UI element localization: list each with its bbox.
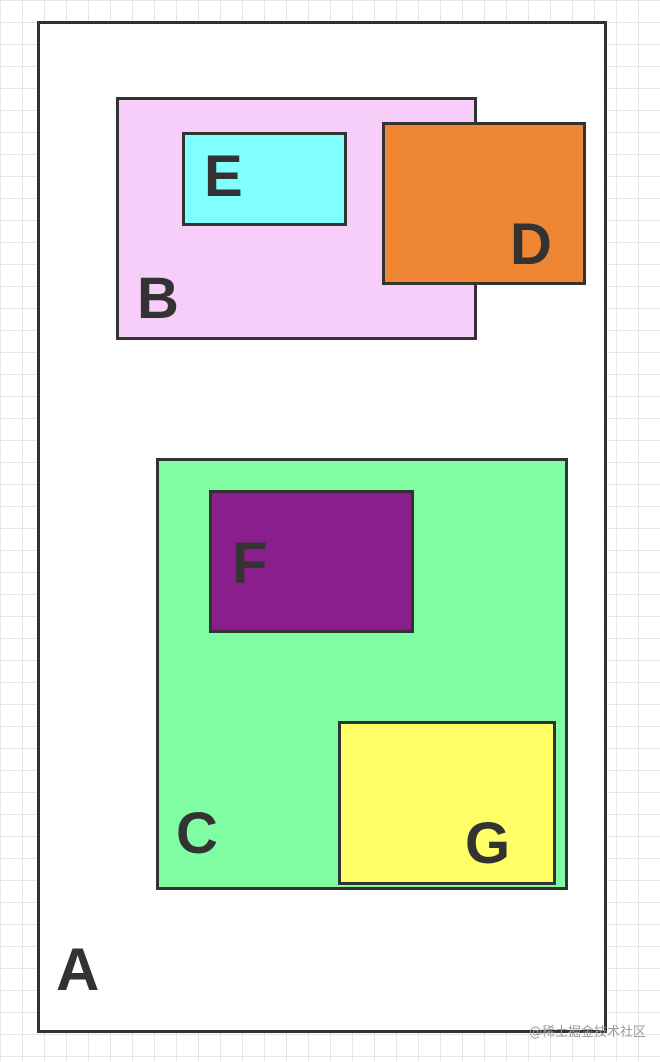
box-e [182, 132, 347, 226]
box-g [338, 721, 556, 885]
label-g: G [465, 811, 511, 876]
box-d [382, 122, 586, 285]
label-d: D [510, 212, 552, 277]
label-c: C [176, 801, 218, 866]
watermark-text: @稀土掘金技术社区 [528, 1025, 646, 1040]
box-f [209, 490, 414, 633]
label-a: A [56, 936, 100, 1003]
label-b: B [137, 266, 179, 331]
label-e: E [204, 144, 243, 209]
label-f: F [232, 531, 268, 596]
